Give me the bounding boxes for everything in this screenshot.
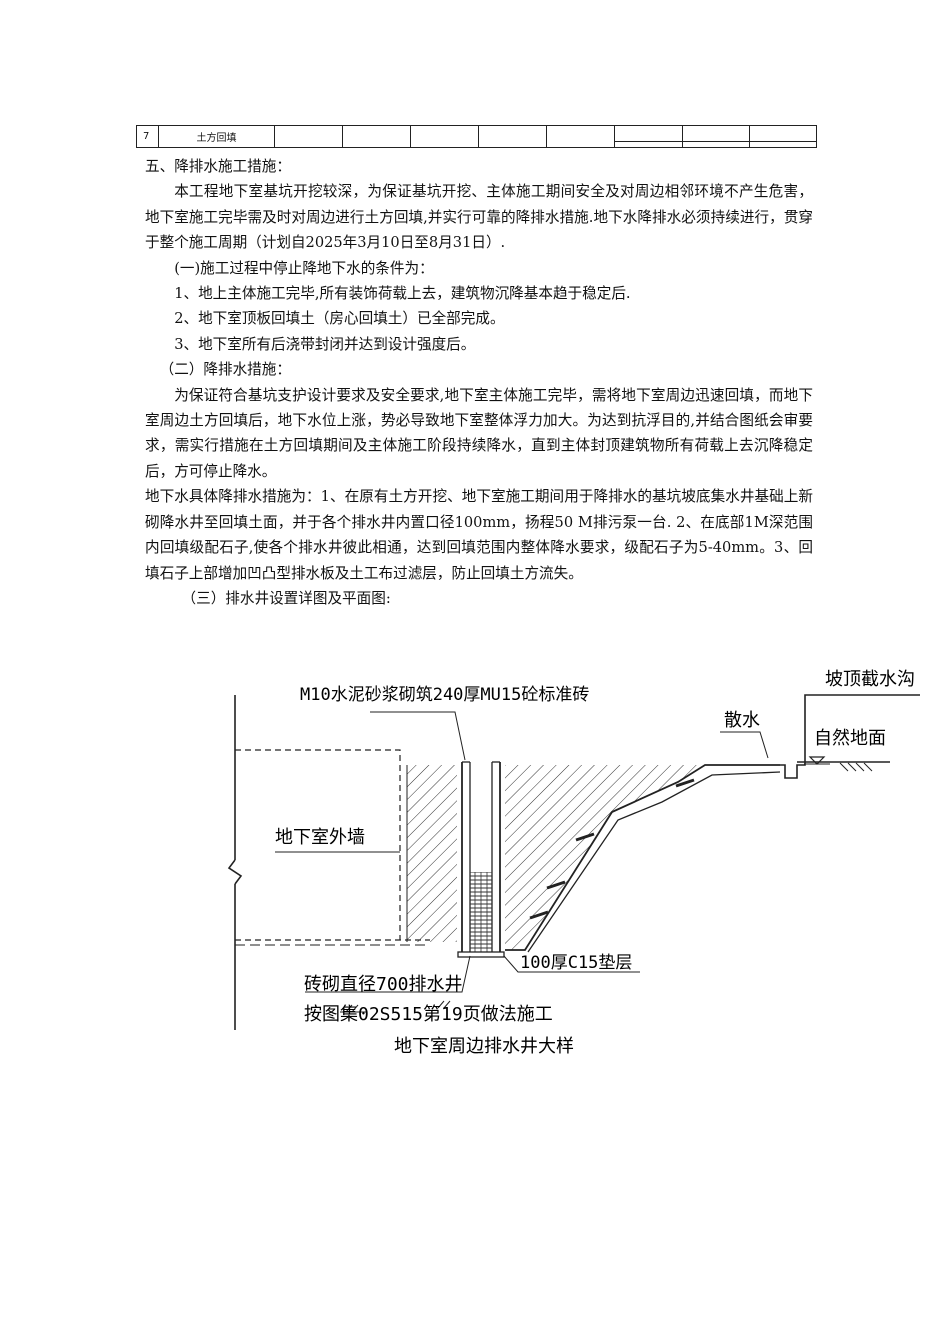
standard-label: 按图集02S515第19页做法施工 bbox=[304, 1004, 553, 1025]
measures-detail: 地下水具体降排水措施为：1、在原有土方开挖、地下室施工期间用于降排水的基坑坡底集… bbox=[145, 488, 813, 582]
table-cell bbox=[614, 125, 683, 148]
subsection-2-title: （二）降排水措施： bbox=[159, 361, 291, 379]
drainage-well-detail-drawing: M10水泥砂浆砌筑240厚MU15砼标准砖 坡顶截水沟 散水 自然地面 地下室外… bbox=[227, 669, 920, 1057]
wall-material-label: M10水泥砂浆砌筑240厚MU15砼标准砖 bbox=[300, 685, 589, 705]
list-item: 2、地下室顶板回填土（房心回填土）已全部完成。 bbox=[174, 310, 505, 328]
table-cell bbox=[410, 125, 479, 148]
apron-label: 散水 bbox=[724, 710, 760, 731]
subsection-1-title: (一)施工过程中停止降地下水的条件为： bbox=[174, 259, 434, 277]
ground-label: 自然地面 bbox=[814, 728, 886, 749]
row-item: 土方回填 bbox=[158, 125, 275, 148]
list-item: 3、地下室所有后浇带封闭并达到设计强度后。 bbox=[174, 335, 476, 353]
cushion-label: 100厚C15垫层 bbox=[520, 953, 632, 973]
ditch-label: 坡顶截水沟 bbox=[825, 669, 915, 690]
subsection-2-paragraph: 为保证符合基坑支护设计要求及安全要求,地下室主体施工完毕，需将地下室周边迅速回填… bbox=[145, 386, 813, 480]
table-cell bbox=[342, 125, 411, 148]
table-cell bbox=[749, 125, 817, 148]
diagram-caption: 地下室周边排水井大样 bbox=[394, 1036, 574, 1057]
basement-wall-label: 地下室外墙 bbox=[275, 827, 365, 848]
table-cell bbox=[274, 125, 343, 148]
document-body: 五、降排水施工措施： 本工程地下室基坑开挖较深，为保证基坑开挖、主体施工期间安全… bbox=[145, 154, 813, 611]
well-label: 砖砌直径700排水井 bbox=[304, 974, 463, 995]
table-cell bbox=[546, 125, 615, 148]
table-cell bbox=[682, 125, 750, 148]
list-item: 1、地上主体施工完毕,所有装饰荷载上去，建筑物沉降基本趋于稳定后. bbox=[174, 285, 631, 303]
row-number: 7 bbox=[136, 125, 159, 148]
subsection-3-title: （三）排水井设置详图及平面图: bbox=[181, 589, 391, 607]
section-heading: 五、降排水施工措施： bbox=[145, 158, 291, 175]
intro-paragraph: 本工程地下室基坑开挖较深，为保证基坑开挖、主体施工期间安全及对周边相邻环境不产生… bbox=[145, 183, 813, 252]
schedule-table-row: 7 土方回填 bbox=[136, 125, 817, 148]
table-cell bbox=[478, 125, 547, 148]
